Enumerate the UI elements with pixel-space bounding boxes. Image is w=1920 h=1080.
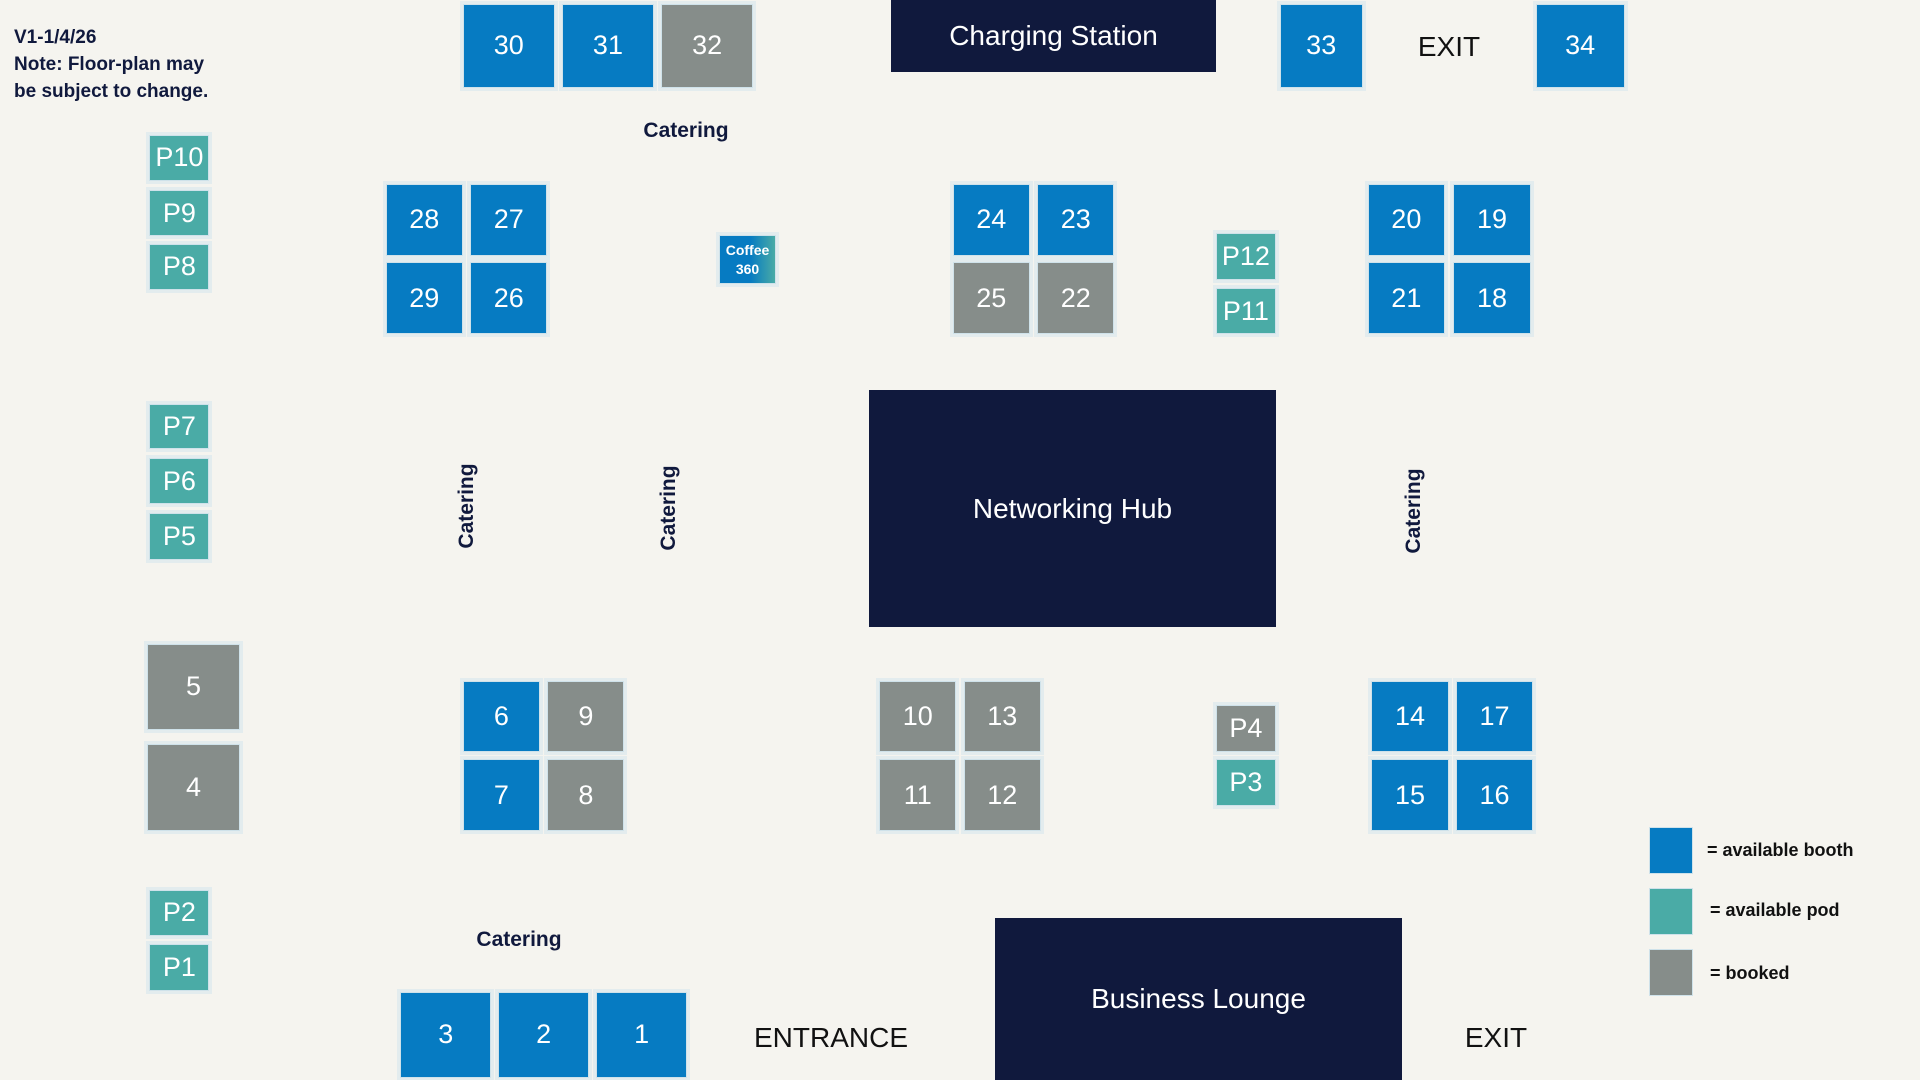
booth-2[interactable]: 2 — [495, 988, 592, 1080]
pod-p1[interactable]: P1 — [146, 941, 213, 994]
booth-20[interactable]: 20 — [1364, 180, 1448, 259]
note-line-1: Note: Floor-plan may — [14, 54, 205, 75]
exit-top: EXIT — [1417, 31, 1481, 62]
business-lounge: Business Lounge — [995, 918, 1402, 1080]
pod-p8[interactable]: P8 — [146, 240, 213, 294]
booth-4[interactable]: 4 — [143, 741, 243, 835]
booth-17[interactable]: 17 — [1452, 677, 1537, 755]
booth-10[interactable]: 10 — [876, 677, 960, 755]
catering-right: Catering — [1402, 468, 1425, 554]
booth-12[interactable]: 12 — [960, 756, 1044, 835]
pod-p5[interactable]: P5 — [146, 510, 213, 563]
booth-28[interactable]: 28 — [382, 180, 466, 259]
booth-32[interactable]: 32 — [658, 0, 757, 92]
booth-33[interactable]: 33 — [1276, 0, 1366, 92]
coffee-line-1: Coffee — [725, 241, 770, 258]
booth-30[interactable]: 30 — [459, 0, 558, 92]
booth-15[interactable]: 15 — [1368, 756, 1452, 835]
booth-29[interactable]: 29 — [382, 259, 466, 338]
legend-label-pod: = available pod — [1710, 900, 1840, 920]
legend-swatch-booth — [1649, 827, 1693, 874]
networking-hub: Networking Hub — [869, 390, 1276, 627]
booth-24[interactable]: 24 — [949, 180, 1033, 259]
charging-station: Charging Station — [891, 0, 1216, 72]
catering-bottom: Catering — [476, 928, 562, 951]
booth-21[interactable]: 21 — [1364, 259, 1448, 338]
pod-p4[interactable]: P4 — [1212, 702, 1279, 755]
exit-bottom: EXIT — [1464, 1022, 1528, 1053]
booth-9[interactable]: 9 — [544, 677, 628, 755]
booth-8[interactable]: 8 — [544, 756, 628, 835]
booth-23[interactable]: 23 — [1034, 180, 1118, 259]
pod-p10[interactable]: P10 — [146, 131, 213, 185]
note-line-2: be subject to change. — [14, 81, 209, 102]
booth-7[interactable]: 7 — [459, 756, 543, 835]
pod-p3[interactable]: P3 — [1212, 756, 1279, 809]
pod-p7[interactable]: P7 — [146, 401, 213, 453]
pod-p6[interactable]: P6 — [146, 454, 213, 508]
pod-p2[interactable]: P2 — [146, 887, 213, 939]
floorplan-note: V1-1/4/26 Note: Floor-plan may be subjec… — [14, 24, 208, 105]
pod-p12[interactable]: P12 — [1212, 229, 1279, 284]
booth-6[interactable]: 6 — [459, 677, 543, 755]
booth-26[interactable]: 26 — [467, 259, 551, 338]
coffee-360-booth[interactable]: Coffee 360 — [716, 232, 779, 287]
booth-3[interactable]: 3 — [397, 988, 495, 1080]
booth-1[interactable]: 1 — [593, 988, 690, 1080]
legend-label-booth: = available booth — [1707, 840, 1854, 860]
pod-p9[interactable]: P9 — [146, 186, 213, 240]
legend-swatch-booked — [1649, 949, 1693, 996]
booth-5[interactable]: 5 — [143, 641, 243, 733]
booth-22[interactable]: 22 — [1034, 259, 1118, 338]
booth-13[interactable]: 13 — [960, 677, 1044, 755]
catering-top: Catering — [643, 119, 729, 142]
legend-label-booked: = booked — [1710, 963, 1790, 983]
booth-16[interactable]: 16 — [1452, 756, 1537, 835]
pod-p11[interactable]: P11 — [1212, 284, 1279, 338]
booth-11[interactable]: 11 — [876, 756, 960, 835]
booth-14[interactable]: 14 — [1368, 677, 1452, 755]
booth-25[interactable]: 25 — [949, 259, 1033, 338]
version-label: V1-1/4/26 — [14, 27, 97, 48]
catering-center-left: Catering — [657, 465, 680, 551]
coffee-line-2: 360 — [735, 260, 760, 277]
catering-left: Catering — [455, 463, 478, 549]
entrance-label: ENTRANCE — [753, 1022, 909, 1053]
booth-31[interactable]: 31 — [559, 0, 657, 92]
booth-19[interactable]: 19 — [1450, 180, 1534, 259]
booth-27[interactable]: 27 — [467, 180, 551, 259]
booth-34[interactable]: 34 — [1532, 0, 1628, 92]
legend-swatch-pod — [1649, 888, 1693, 935]
booth-18[interactable]: 18 — [1450, 259, 1534, 338]
